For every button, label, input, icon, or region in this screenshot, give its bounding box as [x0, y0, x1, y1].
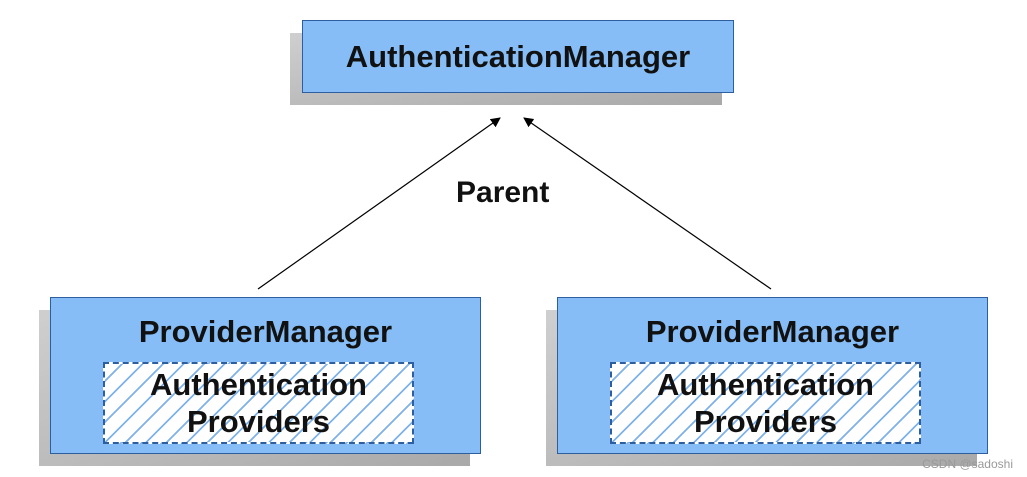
authentication-manager-label: AuthenticationManager — [345, 38, 691, 74]
authentication-providers-box: Authentication Providers — [610, 362, 921, 444]
providers-line-1: Authentication — [150, 367, 367, 402]
provider-manager-node-right: ProviderManager Authentication Providers — [557, 297, 988, 454]
providers-line-2: Providers — [693, 404, 837, 439]
providers-line-2: Providers — [186, 404, 330, 439]
provider-manager-title: ProviderManager — [645, 314, 900, 349]
provider-manager-node-left: ProviderManager Authentication Providers — [50, 297, 481, 454]
provider-manager-title: ProviderManager — [138, 314, 393, 349]
arrow-left-to-parent — [257, 117, 501, 290]
parent-edge-label: Parent — [456, 176, 550, 209]
authentication-manager-node: AuthenticationManager — [302, 20, 734, 93]
arrow-right-to-parent — [523, 117, 772, 290]
watermark: CSDN @sadoshi — [922, 457, 1013, 471]
providers-line-1: Authentication — [657, 367, 874, 402]
authentication-providers-box: Authentication Providers — [103, 362, 414, 444]
